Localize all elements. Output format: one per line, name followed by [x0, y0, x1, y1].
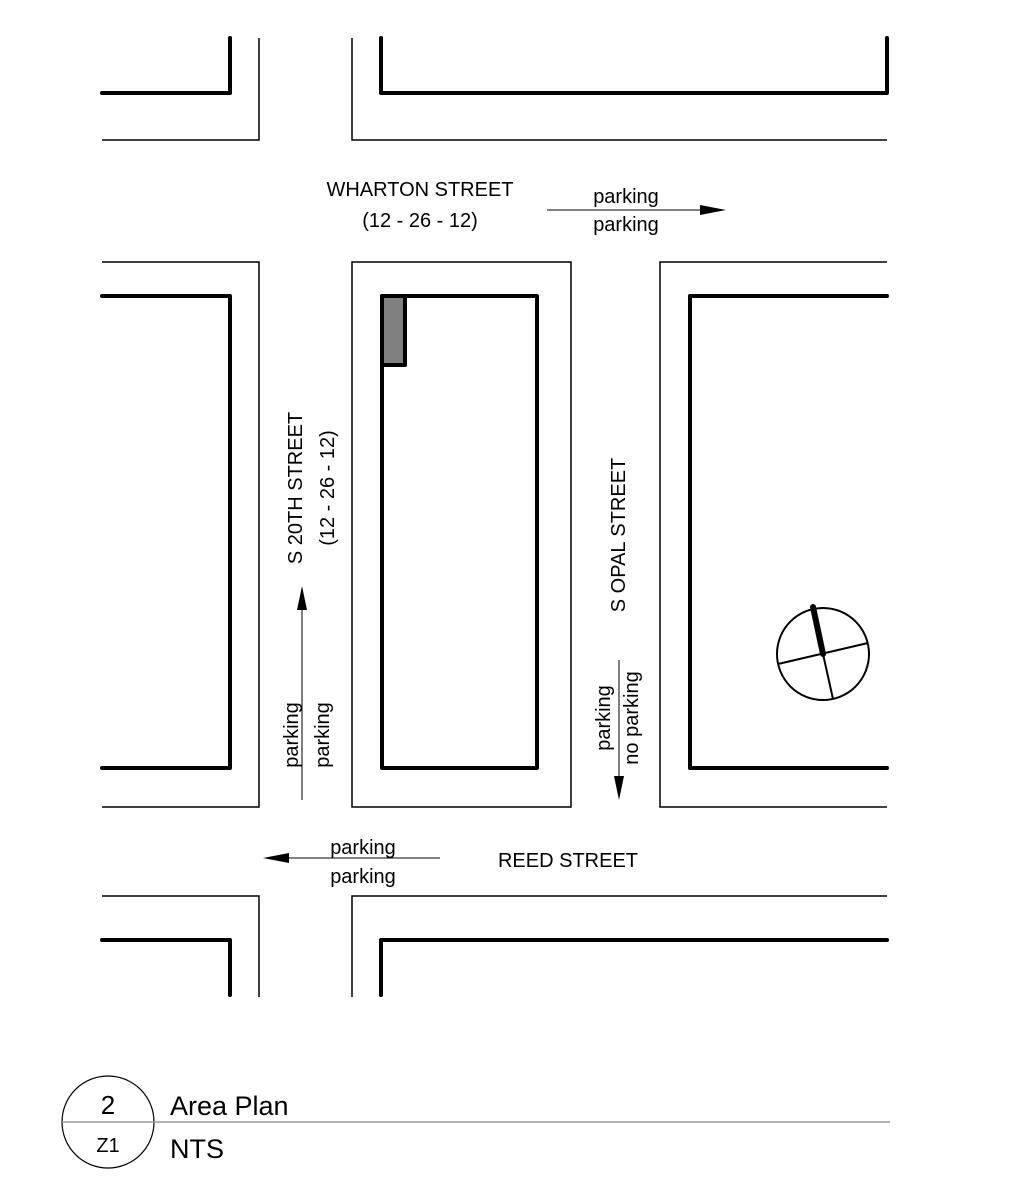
wharton-street-widths: (12 - 26 - 12)	[362, 210, 478, 232]
s20th-parking-arrow	[297, 586, 307, 800]
reed-parking-bottom: parking	[330, 866, 396, 888]
sheet-number: Z1	[96, 1135, 119, 1157]
wharton-parking-top: parking	[593, 186, 659, 208]
opal-parking-left: parking	[593, 685, 615, 751]
drawing-number: 2	[101, 1090, 115, 1120]
s20th-parking-right: parking	[312, 702, 334, 768]
block-middle-left	[100, 261, 260, 808]
s20th-street-label: S 20TH STREET	[285, 412, 307, 564]
reed-parking-arrow	[263, 853, 440, 863]
opal-parking-right: no parking	[621, 671, 643, 764]
wharton-street-label: WHARTON STREET	[326, 179, 513, 201]
wharton-parking-arrow	[547, 205, 726, 215]
site-parcel	[380, 294, 407, 367]
drawing-scale: NTS	[170, 1134, 224, 1164]
opal-street-label: S OPAL STREET	[608, 458, 630, 612]
block-middle-right	[659, 261, 889, 808]
s20th-street-widths: (12 - 26 - 12)	[317, 430, 339, 546]
block-bottom-left	[100, 895, 260, 997]
block-top-right	[351, 36, 889, 141]
s20th-parking-left: parking	[281, 702, 303, 768]
wharton-parking-bottom: parking	[593, 214, 659, 236]
north-arrow-icon	[776, 604, 870, 701]
block-top-left	[100, 36, 260, 141]
reed-parking-top: parking	[330, 837, 396, 859]
opal-parking-arrow	[614, 660, 624, 800]
title-block: 2 Z1 Area Plan NTS	[61, 1075, 890, 1169]
drawing-title: Area Plan	[170, 1091, 289, 1121]
block-site	[351, 261, 572, 808]
reed-street-label: REED STREET	[498, 850, 638, 872]
block-bottom-right	[351, 895, 889, 997]
